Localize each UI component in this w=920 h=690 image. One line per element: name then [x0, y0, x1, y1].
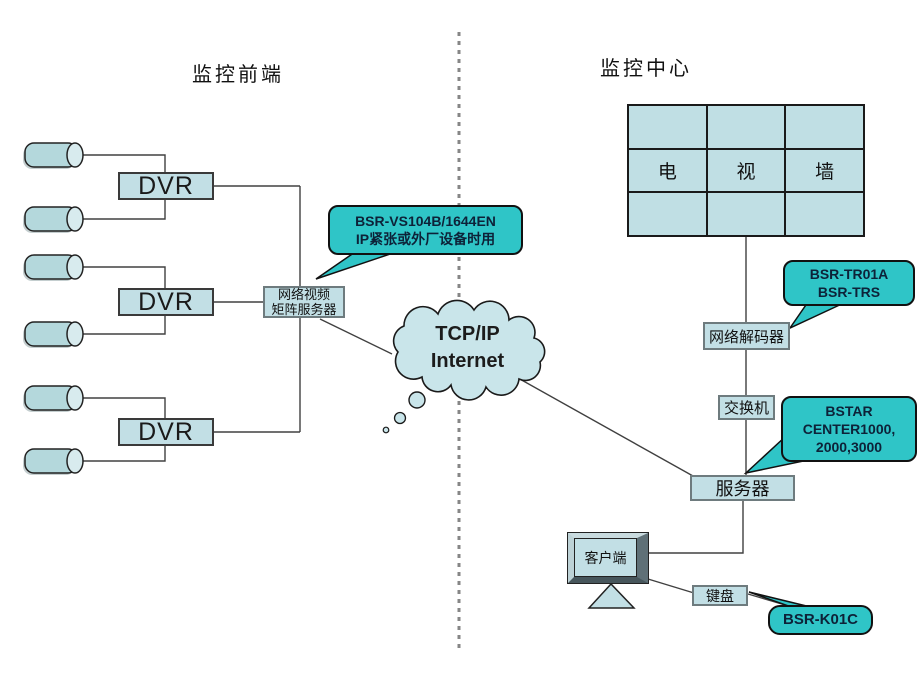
- switch-box: 交换机: [718, 395, 775, 420]
- client-monitor: 客户端: [567, 532, 649, 584]
- camera-icons: [22, 142, 84, 476]
- client-screen: 客户端: [574, 538, 637, 577]
- matrix-callout: BSR-VS104B/1644EN IP紧张或外厂设备时用: [328, 205, 523, 255]
- tv-wall: 电 视 墙: [627, 104, 865, 237]
- network-decoder-box: 网络解码器: [703, 322, 790, 350]
- dvr-box-2: DVR: [118, 288, 214, 316]
- camera-icon: [22, 254, 84, 282]
- tv-wall-cell: [785, 105, 864, 149]
- dvr-box-1: DVR: [118, 172, 214, 200]
- tv-wall-cell: [628, 192, 707, 236]
- server-callout-line1: BSTAR: [825, 402, 873, 419]
- front-end-title: 监控前端: [192, 64, 284, 86]
- camera-icon: [22, 385, 84, 413]
- tv-wall-cell-qiang: 墙: [785, 148, 864, 193]
- keyboard-box: 键盘: [692, 585, 748, 606]
- matrix-callout-line1: BSR-VS104B/1644EN: [355, 212, 496, 229]
- tv-wall-cell-shi: 视: [706, 148, 786, 193]
- tv-wall-cell-dian: 电: [628, 148, 707, 193]
- camera-icon: [22, 448, 84, 476]
- tv-wall-cell: [785, 192, 864, 236]
- internet-cloud-icon: [382, 299, 546, 434]
- camera-icon: [22, 206, 84, 234]
- cloud-label-line2: Internet: [430, 350, 505, 372]
- tv-wall-cell: [706, 192, 786, 236]
- cloud-label-line1: TCP/IP: [435, 323, 500, 345]
- decoder-callout-line2: BSR-TRS: [817, 284, 881, 300]
- center-title: 监控中心: [600, 58, 692, 80]
- camera-icon: [22, 321, 84, 349]
- server-callout: BSTAR CENTER1000, 2000,3000: [781, 396, 917, 462]
- matrix-server-line2: 矩阵服务器: [271, 302, 337, 317]
- keyboard-callout: BSR-K01C: [768, 605, 873, 635]
- tv-wall-cell: [628, 105, 707, 149]
- matrix-server-line1: 网络视频: [277, 287, 330, 302]
- matrix-callout-line2: IP紧张或外厂设备时用: [355, 231, 496, 247]
- decoder-callout: BSR-TR01A BSR-TRS: [783, 260, 915, 306]
- server-callout-line2: CENTER1000,: [802, 420, 896, 437]
- matrix-server-box: 网络视频 矩阵服务器: [263, 286, 345, 318]
- server-callout-line3: 2000,3000: [815, 439, 883, 456]
- monitor-stand: [587, 582, 636, 609]
- tv-wall-cell: [706, 105, 786, 149]
- camera-icon: [22, 142, 84, 170]
- dvr-box-3: DVR: [118, 418, 214, 446]
- cloud-label: TCP/IP Internet: [405, 321, 530, 375]
- server-box: 服务器: [690, 475, 795, 501]
- decoder-callout-line1: BSR-TR01A: [809, 265, 889, 282]
